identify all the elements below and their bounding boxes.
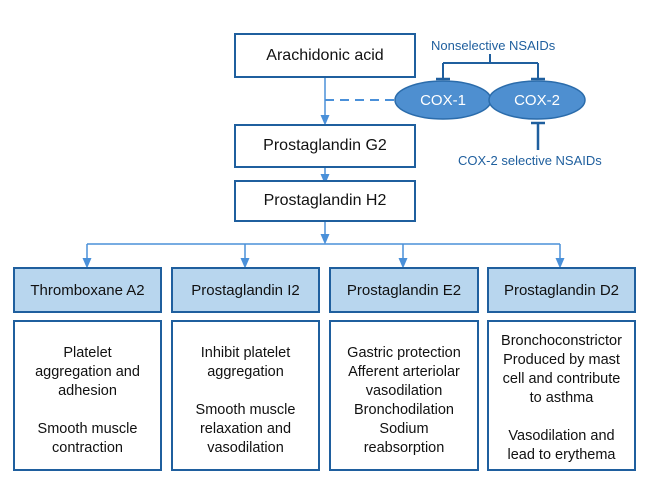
- arachidonic-acid-label: Arachidonic acid: [266, 46, 384, 64]
- product-label: Prostaglandin E2: [346, 281, 462, 299]
- effects-prostaglandin-i2: Inhibit platelet aggregation Smooth musc…: [171, 320, 320, 471]
- effect-line: Smooth muscle: [195, 402, 296, 418]
- effect-line: vasodilation: [365, 383, 443, 399]
- effect-line: aggregation and: [35, 364, 140, 380]
- cox1-ellipse: COX-1: [394, 80, 492, 120]
- effect-line: Produced by mast: [503, 352, 620, 368]
- effect-line: Platelet: [63, 345, 112, 361]
- product-prostaglandin-e2: Prostaglandin E2: [329, 267, 479, 313]
- effect-line: Bronchodilation: [354, 402, 454, 418]
- effect-line: reabsorption: [363, 440, 445, 456]
- prostaglandin-h2-label: Prostaglandin H2: [263, 192, 387, 209]
- effect-line: aggregation: [207, 364, 284, 380]
- product-label: Thromboxane A2: [30, 281, 145, 299]
- effect-line: Gastric protection: [347, 345, 461, 361]
- effect-line: vasodilation: [207, 440, 284, 456]
- cox2-selective-nsaids-label: COX-2 selective NSAIDs: [458, 153, 602, 168]
- effects-prostaglandin-e2: Gastric protection Afferent arteriolar v…: [329, 320, 479, 471]
- cox2-ellipse: COX-2: [488, 80, 586, 120]
- product-label: Prostaglandin D2: [503, 281, 620, 299]
- arachidonic-acid-box: Arachidonic acid: [234, 33, 416, 78]
- cox1-label: COX-1: [420, 92, 466, 109]
- effect-line: lead to erythema: [507, 447, 616, 463]
- prostaglandin-g2-box: Prostaglandin G2: [234, 124, 416, 168]
- effect-line: adhesion: [58, 383, 117, 399]
- effect-line: contraction: [52, 440, 123, 456]
- effect-line: Bronchoconstrictor: [501, 333, 622, 349]
- effect-line: Inhibit platelet: [200, 345, 291, 361]
- effect-line: to asthma: [529, 390, 594, 406]
- effect-line: cell and contribute: [502, 371, 621, 387]
- product-label: Prostaglandin I2: [191, 281, 300, 299]
- effect-line: Vasodilation and: [508, 428, 615, 444]
- effect-line: relaxation and: [199, 421, 292, 437]
- product-prostaglandin-d2: Prostaglandin D2: [487, 267, 636, 313]
- prostaglandin-h2-box: Prostaglandin H2: [234, 180, 416, 222]
- effects-thromboxane-a2: Platelet aggregation and adhesion Smooth…: [13, 320, 162, 471]
- prostaglandin-g2-label: Prostaglandin G2: [263, 137, 387, 154]
- product-thromboxane-a2: Thromboxane A2: [13, 267, 162, 313]
- effect-line: Sodium: [379, 421, 429, 437]
- effect-line: Afferent arteriolar: [348, 364, 460, 380]
- effect-line: Smooth muscle: [37, 421, 138, 437]
- effects-prostaglandin-d2: Bronchoconstrictor Produced by mast cell…: [487, 320, 636, 471]
- product-prostaglandin-i2: Prostaglandin I2: [171, 267, 320, 313]
- nonselective-nsaids-label: Nonselective NSAIDs: [431, 38, 556, 53]
- cox2-label: COX-2: [514, 92, 560, 109]
